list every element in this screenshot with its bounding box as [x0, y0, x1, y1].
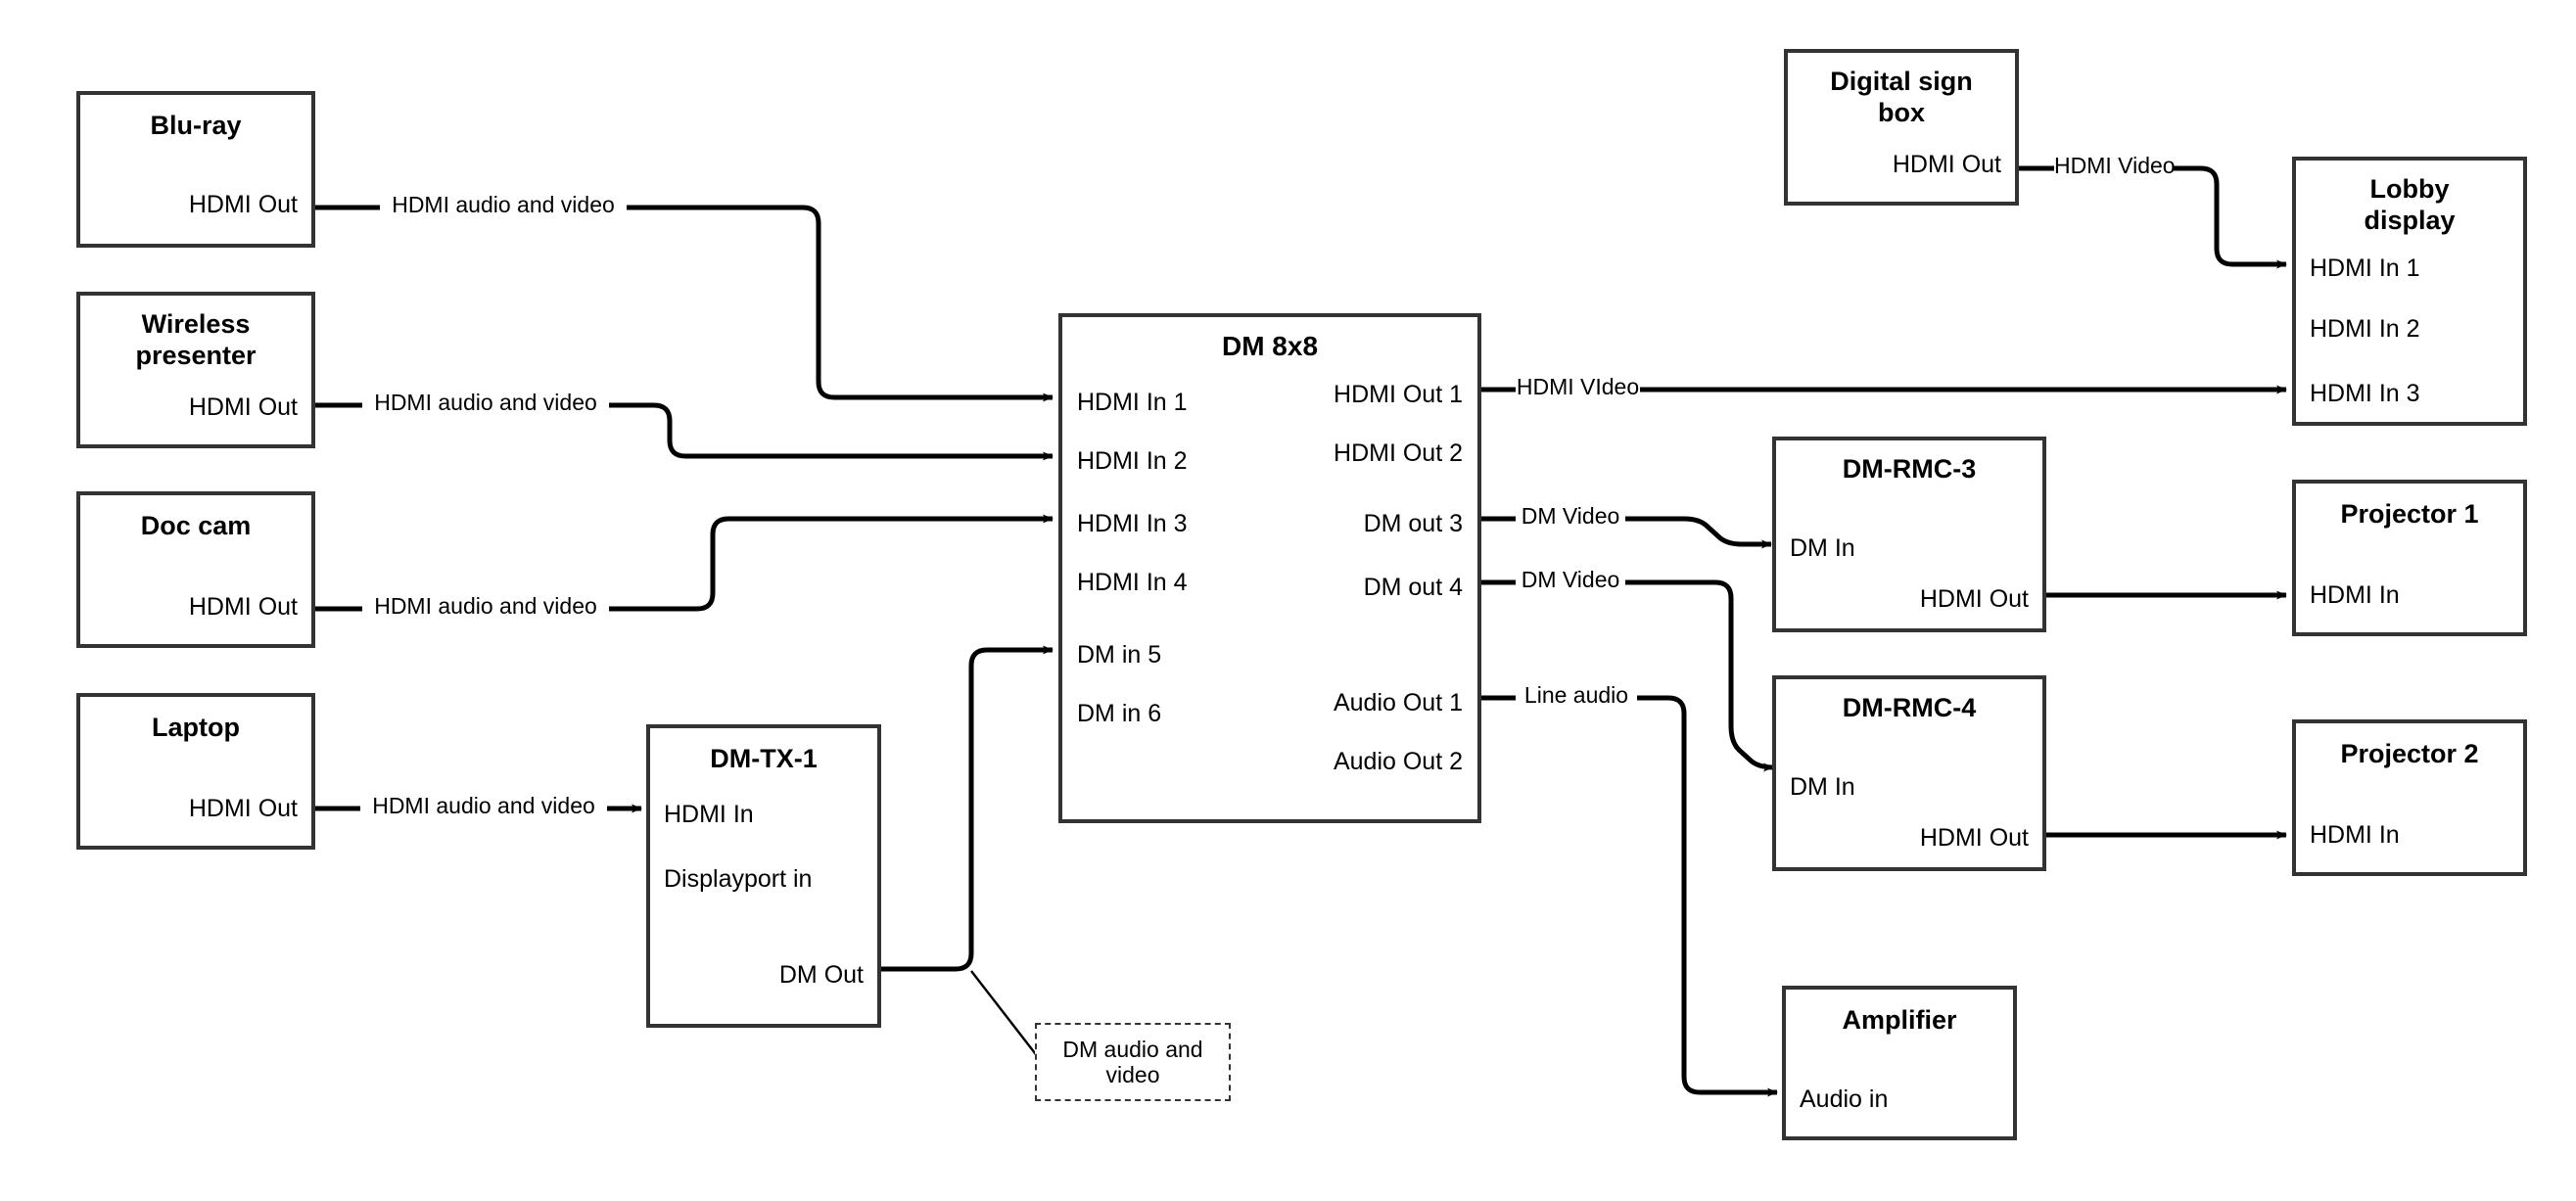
cable-bluray-to-dm8x8	[315, 205, 1053, 397]
port-dm-in-5: DM in 5	[1077, 641, 1162, 669]
node-title: Doc cam	[140, 511, 252, 540]
node-projector-1[interactable]: Projector 1 HDMI In	[2292, 480, 2527, 636]
node-title: Amplifier	[1842, 1005, 1957, 1035]
port-audio-in: Audio in	[1800, 1086, 1889, 1113]
node-title: Wireless presenter	[135, 309, 257, 370]
node-title: Projector 1	[2340, 499, 2479, 529]
cable-label-dm-out-3: DM Video	[1516, 505, 1625, 528]
node-title: Lobby display	[2364, 174, 2456, 235]
node-title: Digital sign box	[1830, 67, 1973, 127]
port-hdmi-out-2: HDMI Out 2	[1334, 439, 1463, 467]
port-audio-out-1: Audio Out 1	[1333, 689, 1463, 716]
port-hdmi-out: HDMI Out	[188, 393, 298, 421]
port-dm-in: DM In	[1790, 773, 1855, 801]
port-hdmi-in-1: HDMI In 1	[2310, 254, 2420, 282]
port-hdmi-in-4: HDMI In 4	[1077, 569, 1188, 596]
port-dm-in-6: DM in 6	[1077, 700, 1162, 727]
port-dm-out-4: DM out 4	[1363, 574, 1463, 601]
port-hdmi-in-1: HDMI In 1	[1077, 389, 1188, 416]
port-hdmi-out: HDMI Out	[1892, 151, 2001, 178]
node-title: Laptop	[152, 713, 240, 742]
cable-dmtx1-to-dm8x8	[879, 645, 1054, 972]
port-hdmi-out: HDMI Out	[188, 795, 298, 822]
node-title: DM-RMC-3	[1842, 454, 1977, 484]
node-title: Projector 2	[2340, 739, 2479, 768]
port-hdmi-in-3: HDMI In 3	[2310, 380, 2420, 407]
cable-label-audio-out-1: Line audio	[1516, 684, 1637, 707]
cable-doccam-to-dm8x8	[315, 519, 1053, 612]
port-hdmi-in: HDMI In	[2310, 821, 2400, 849]
port-hdmi-out: HDMI Out	[188, 593, 298, 621]
port-hdmi-in-3: HDMI In 3	[1077, 510, 1188, 537]
node-title: DM-RMC-4	[1842, 693, 1977, 722]
node-wireless-presenter[interactable]: Wireless presenter HDMI Out	[76, 292, 315, 448]
cable-label-laptop: HDMI audio and video	[360, 795, 607, 817]
node-title: Blu-ray	[150, 111, 242, 140]
node-dm-8x8[interactable]: DM 8x8 HDMI In 1 HDMI In 2 HDMI In 3 HDM…	[1058, 313, 1481, 823]
cable-label-doccam: HDMI audio and video	[362, 595, 609, 618]
port-hdmi-in: HDMI In	[664, 801, 754, 828]
node-digital-sign-box[interactable]: Digital sign box HDMI Out	[1784, 49, 2019, 206]
port-dm-in: DM In	[1790, 534, 1855, 562]
port-dm-out: DM Out	[778, 961, 864, 989]
port-audio-out-2: Audio Out 2	[1333, 748, 1463, 775]
port-hdmi-out: HDMI Out	[188, 191, 298, 218]
node-dm-tx-1[interactable]: DM-TX-1 HDMI In Displayport in DM Out	[646, 724, 881, 1028]
cable-label-digital-sign: HDMI Video	[2054, 153, 2176, 178]
node-title: DM 8x8	[1221, 331, 1319, 361]
node-dm-rmc-4[interactable]: DM-RMC-4 DM In HDMI Out	[1772, 675, 2046, 871]
port-hdmi-in-2: HDMI In 2	[2310, 315, 2420, 343]
port-hdmi-out-1: HDMI Out 1	[1334, 381, 1463, 408]
port-hdmi-out: HDMI Out	[1919, 585, 2029, 613]
callout-text: DM audio and video	[1062, 1036, 1203, 1087]
node-doc-cam[interactable]: Doc cam HDMI Out	[76, 491, 315, 648]
port-hdmi-in-2: HDMI In 2	[1077, 447, 1188, 475]
node-amplifier[interactable]: Amplifier Audio in	[1782, 986, 2017, 1140]
port-displayport-in: Displayport in	[664, 865, 813, 893]
node-title: DM-TX-1	[710, 744, 818, 773]
node-laptop[interactable]: Laptop HDMI Out	[76, 693, 315, 850]
cable-dmout4-to-rmc4	[1481, 579, 1773, 767]
port-hdmi-in: HDMI In	[2310, 581, 2400, 609]
node-dm-rmc-3[interactable]: DM-RMC-3 DM In HDMI Out	[1772, 437, 2046, 632]
port-dm-out-3: DM out 3	[1363, 510, 1463, 537]
cable-audioout1-to-amp	[1481, 695, 1777, 1092]
callout-leader-line	[970, 970, 1043, 1063]
node-projector-2[interactable]: Projector 2 HDMI In	[2292, 719, 2527, 876]
cable-label-bluray: HDMI audio and video	[380, 194, 627, 216]
cable-wireless-to-dm8x8	[315, 402, 1053, 456]
node-blu-ray[interactable]: Blu-ray HDMI Out	[76, 91, 315, 248]
node-lobby-display[interactable]: Lobby display HDMI In 1 HDMI In 2 HDMI I…	[2292, 157, 2527, 426]
port-hdmi-out: HDMI Out	[1919, 824, 2029, 852]
cable-signbox-to-lobby	[2019, 165, 2286, 264]
cable-label-dm-out-4: DM Video	[1516, 569, 1625, 591]
cable-label-hdmi-out-1: HDMI VIdeo	[1516, 374, 1640, 399]
cable-label-wireless: HDMI audio and video	[362, 392, 609, 414]
cable-dmout3-to-rmc3	[1481, 516, 1771, 544]
callout-dm-audio-video: DM audio and video	[1035, 1023, 1231, 1101]
